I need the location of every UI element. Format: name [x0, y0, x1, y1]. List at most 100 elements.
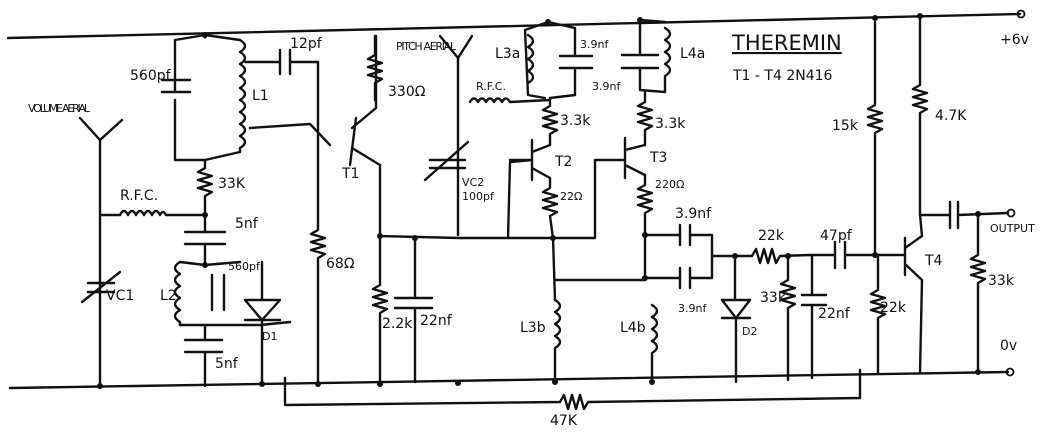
- c-3-9nf-d-label: 3.9nf: [678, 302, 707, 315]
- c-3-9nf-mid: [620, 53, 660, 70]
- l2-coil: [173, 260, 182, 327]
- t3-label: T3: [649, 150, 667, 166]
- d1-label: D1: [262, 330, 277, 343]
- vc1-label: VC1: [106, 288, 134, 304]
- r22-a-resistor: [541, 176, 559, 302]
- c-22nf-a: [393, 236, 434, 384]
- vc2-value-label: 100pf: [462, 190, 495, 203]
- t3-transistor: [553, 136, 647, 240]
- t1-label: T1: [341, 166, 359, 182]
- l4b-label: L4b: [620, 320, 646, 336]
- rfc2-choke: [468, 97, 552, 104]
- l4a-coil: [663, 26, 672, 94]
- t4-label: T4: [924, 253, 943, 269]
- l1-coil: [238, 38, 247, 154]
- l4b-coil: [650, 303, 659, 384]
- d2-label: D2: [742, 325, 757, 338]
- c-3-9nf-top: [558, 54, 594, 70]
- c-47pf-label: 47pf: [820, 228, 853, 244]
- pitch-aerial-label: PITCH AERIAL: [396, 40, 457, 53]
- positive-rail: [6, 9, 1026, 40]
- c-22nf-b-label: 22nf: [818, 306, 851, 322]
- r15k-label: 15k: [832, 118, 859, 134]
- schematic-title: THEREMIN: [731, 31, 842, 55]
- r47k-label: 47K: [550, 413, 578, 429]
- l3a-tank-frame: [523, 20, 577, 100]
- c-3-9nf-d: [678, 266, 692, 290]
- r33k-b-resistor: [779, 254, 797, 382]
- l4a-label: L4a: [680, 46, 705, 62]
- r22k-a-label: 22k: [758, 228, 785, 244]
- l2-tank-frame: [178, 260, 292, 327]
- r330-label: 330Ω: [388, 84, 426, 100]
- junction-dots: [97, 13, 981, 389]
- c-560pf-low-label: 560pf: [228, 260, 261, 273]
- l3a-coil: [526, 33, 535, 85]
- r3-3k-a-resistor: [541, 96, 559, 147]
- r22k-a-resistor: [710, 247, 812, 265]
- c-3-9nf-c-label: 3.9nf: [675, 206, 712, 222]
- t1-transistor: [348, 34, 382, 167]
- c-22nf-b: [800, 253, 828, 380]
- c-560pf-low: [210, 273, 226, 312]
- l3b-label: L3b: [520, 320, 546, 336]
- d2-diode: [720, 253, 752, 384]
- r2-2k-label: 2.2k: [382, 316, 413, 332]
- c-5nf-a: [183, 230, 227, 267]
- c-560pf-top-label: 560pf: [130, 68, 172, 84]
- c-3-9nf-c: [678, 223, 692, 247]
- ground-rail: [8, 367, 1015, 390]
- r330-resistor: [366, 34, 384, 102]
- r4-7k-resistor: [911, 14, 929, 217]
- r33k-c-resistor: [969, 212, 987, 374]
- vc1-variable-capacitor: [80, 270, 122, 304]
- r68-resistor: [309, 122, 327, 386]
- c-5nf-b-label: 5nf: [215, 356, 239, 372]
- l1-tank-frame: [173, 33, 242, 162]
- l3b-coil: [553, 298, 562, 384]
- r4-7k-label: 4.7K: [935, 108, 967, 124]
- r3-3k-b-label: 3.3k: [655, 116, 686, 132]
- pitch-aerial: [438, 34, 474, 237]
- r22k-b-label: 22k: [880, 300, 907, 316]
- l1-label: L1: [252, 88, 269, 104]
- c-47pf: [808, 240, 907, 270]
- c-3-9nf-top-label: 3.9nf: [580, 38, 609, 51]
- r15k-resistor: [866, 20, 884, 257]
- transistor-note: T1 - T4 2N416: [732, 68, 833, 84]
- c-5nf-b: [183, 323, 224, 388]
- r22k-b-resistor: [869, 253, 887, 376]
- r220-label: 220Ω: [655, 178, 684, 191]
- rfc1-choke: [118, 209, 168, 217]
- c-12pf-label: 12pf: [290, 36, 323, 52]
- r22-a-label: 22Ω: [560, 190, 582, 203]
- t2-label: T2: [554, 154, 572, 170]
- l2-label: L2: [160, 288, 177, 304]
- t2-transistor: [506, 138, 552, 240]
- rfc2-label: R.F.C.: [476, 80, 506, 93]
- ground-rail-label: 0v: [1000, 338, 1017, 354]
- volume-aerial: [78, 116, 124, 390]
- volume-aerial-label: VOLUME AERIAL: [28, 102, 91, 115]
- vc2-label: VC2: [462, 176, 484, 189]
- r3-3k-a-label: 3.3k: [560, 113, 591, 129]
- t4-transistor: [903, 213, 924, 374]
- coupling-caps-frame: [553, 233, 714, 282]
- r3-3k-b-resistor: [636, 90, 654, 147]
- r33k-a-resistor: [196, 158, 214, 234]
- c-12pf: [243, 48, 320, 126]
- c-5nf-a-label: 5nf: [235, 216, 259, 232]
- r33k-c-label: 33k: [988, 273, 1015, 289]
- l1-tap-wire: [248, 122, 332, 147]
- output-label: OUTPUT: [990, 222, 1035, 235]
- c-22nf-a-label: 22nf: [420, 313, 453, 329]
- l3a-label: L3a: [495, 46, 520, 62]
- vc2-variable-capacitor: [423, 140, 470, 182]
- l4a-tank-frame: [638, 18, 667, 94]
- r220-resistor: [636, 173, 654, 282]
- c-560pf-top: [160, 78, 192, 94]
- d1-diode: [243, 260, 282, 386]
- rfc1-label: R.F.C.: [120, 188, 158, 204]
- r68-label: 68Ω: [326, 256, 355, 272]
